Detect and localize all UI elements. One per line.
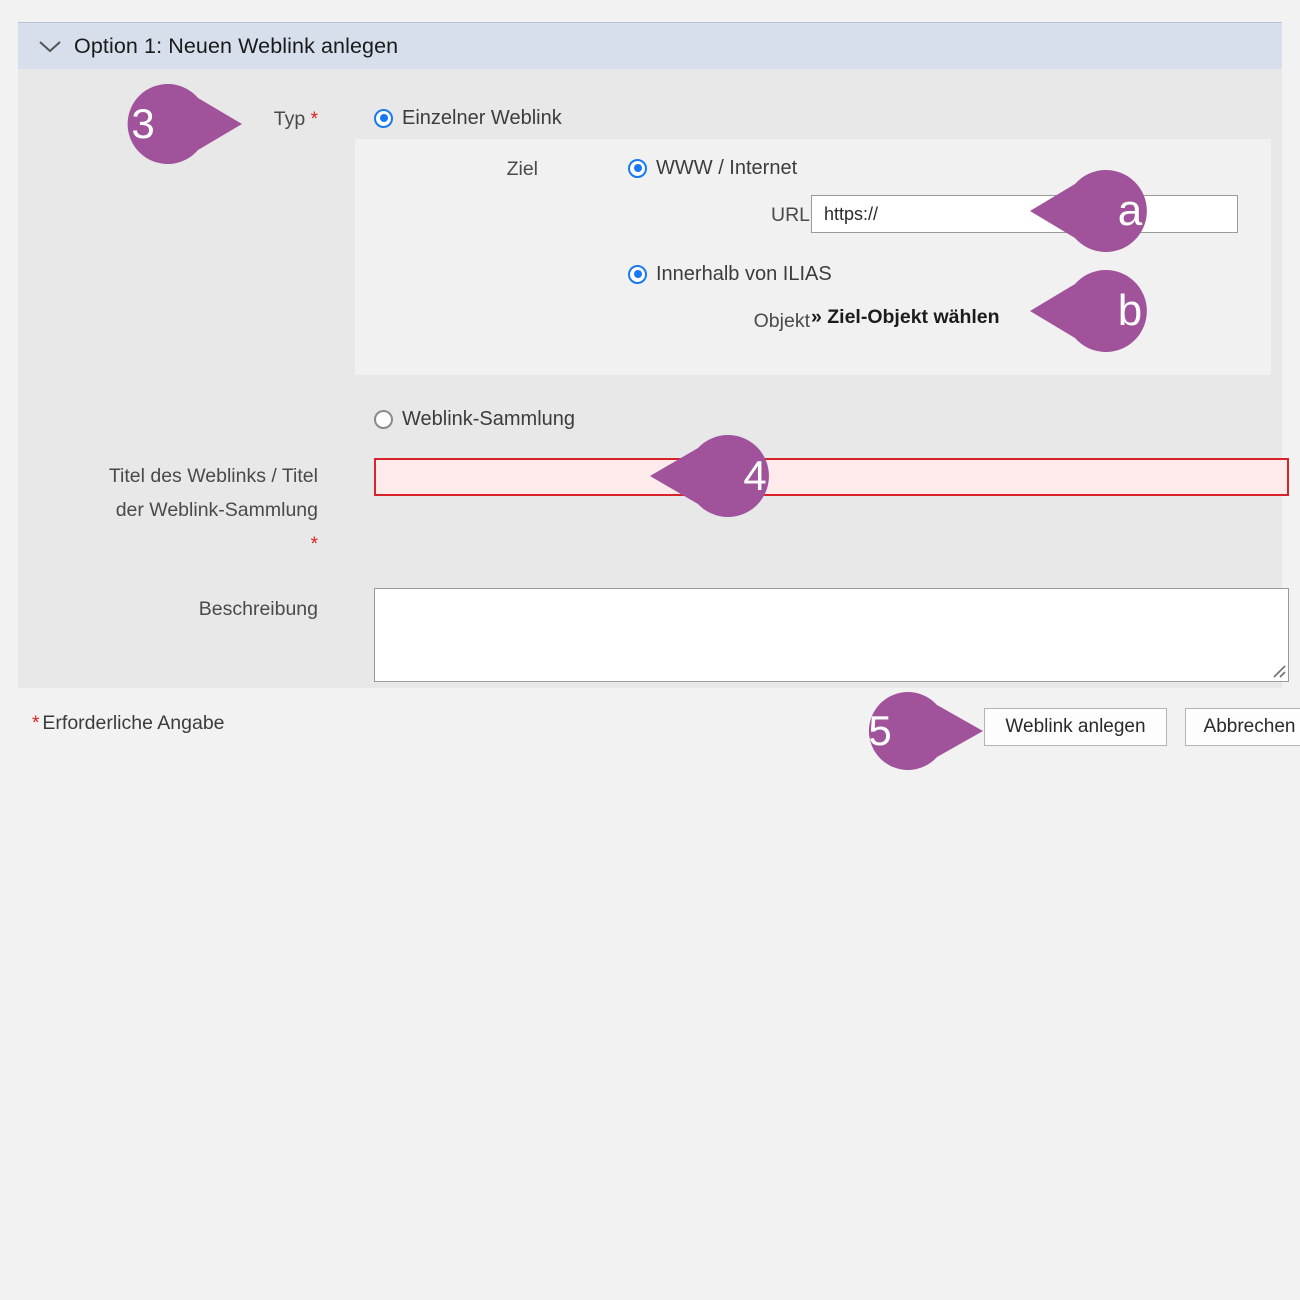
- radio-innerhalb-ilias[interactable]: Innerhalb von ILIAS: [628, 261, 832, 287]
- beschreibung-label: Beschreibung: [198, 598, 318, 620]
- titel-required-star: *: [310, 534, 318, 555]
- radio-weblink-sammlung[interactable]: Weblink-Sammlung: [374, 406, 575, 432]
- ziel-label: Ziel: [506, 158, 538, 180]
- submit-button[interactable]: Weblink anlegen: [984, 708, 1167, 746]
- radio-einzelner-weblink-indicator[interactable]: [374, 108, 393, 128]
- radio-weblink-sammlung-indicator[interactable]: [374, 409, 393, 429]
- panel-header[interactable]: Option 1: Neuen Weblink anlegen: [18, 22, 1282, 69]
- radio-www-internet[interactable]: WWW / Internet: [628, 155, 797, 181]
- titel-input[interactable]: [374, 458, 1289, 496]
- radio-einzelner-weblink-label: Einzelner Weblink: [402, 107, 562, 129]
- typ-required-star: *: [310, 109, 318, 130]
- typ-label-wrap: Typ *: [18, 104, 318, 135]
- radio-www-internet-label: WWW / Internet: [656, 157, 798, 179]
- url-input[interactable]: [811, 195, 1238, 233]
- radio-weblink-sammlung-label: Weblink-Sammlung: [402, 408, 576, 430]
- objekt-label: Objekt: [753, 310, 810, 332]
- cancel-button[interactable]: Abbrechen: [1185, 708, 1300, 746]
- url-label: URL: [770, 204, 810, 226]
- required-note-text: Erforderliche Angabe: [42, 712, 225, 734]
- required-note: *Erforderliche Angabe: [32, 712, 225, 735]
- titel-label-line1: Titel des Weblinks / Titel: [108, 465, 318, 487]
- form-body: Typ * Einzelner Weblink Ziel WWW / Inter…: [18, 69, 1289, 688]
- radio-innerhalb-ilias-label: Innerhalb von ILIAS: [656, 263, 832, 285]
- panel-title: Option 1: Neuen Weblink anlegen: [74, 33, 399, 58]
- chevron-down-icon[interactable]: [36, 36, 64, 56]
- radio-www-internet-indicator[interactable]: [628, 158, 647, 178]
- ziel-nested-panel: Ziel WWW / Internet URL Innerhalb von IL…: [355, 139, 1271, 375]
- form-footer: *Erforderliche Angabe Weblink anlegen Ab…: [18, 688, 1300, 766]
- radio-innerhalb-ilias-indicator[interactable]: [628, 264, 647, 284]
- titel-label-line2: der Weblink-Sammlung: [115, 499, 318, 521]
- titel-label: Titel des Weblinks / Titel der Weblink-S…: [18, 459, 318, 562]
- radio-einzelner-weblink[interactable]: Einzelner Weblink: [374, 105, 562, 131]
- typ-label: Typ: [273, 108, 306, 130]
- ziel-objekt-waehlen-link[interactable]: » Ziel-Objekt wählen: [811, 306, 1000, 328]
- required-note-star: *: [32, 713, 40, 734]
- beschreibung-textarea[interactable]: [374, 588, 1289, 682]
